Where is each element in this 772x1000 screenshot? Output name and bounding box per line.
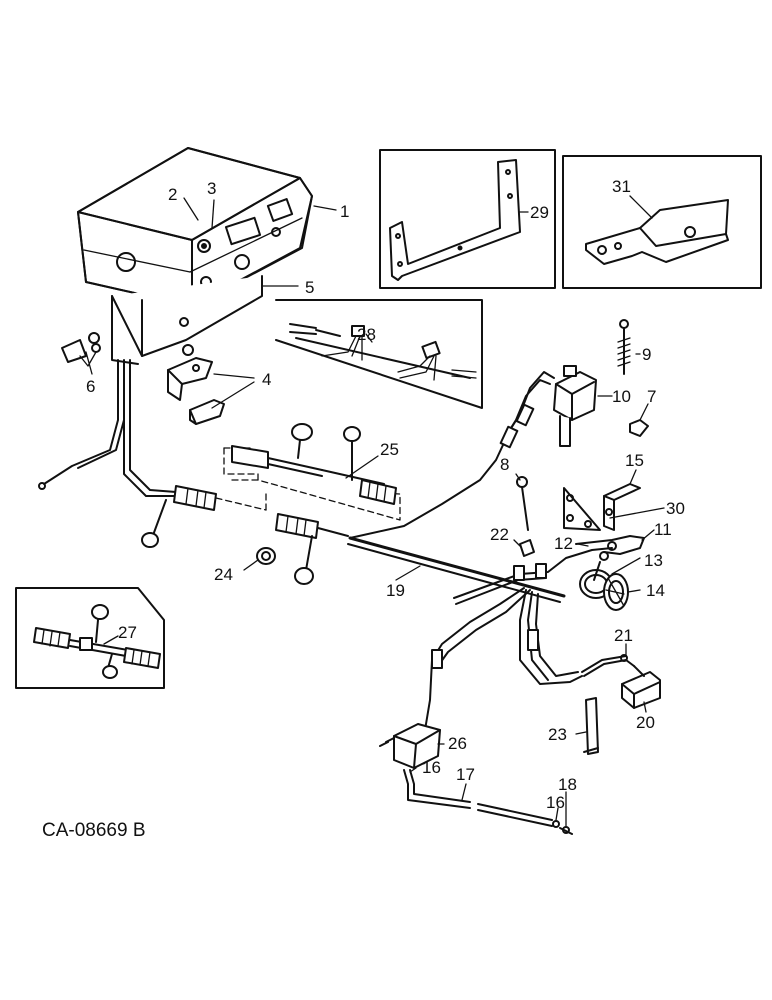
tube-17 (403, 769, 573, 835)
callout-18: 18 (558, 775, 577, 794)
callout-16a: 16 (422, 758, 441, 777)
callout-29: 29 (530, 203, 549, 222)
callout-30: 30 (666, 499, 685, 518)
callout-16b: 16 (546, 793, 565, 812)
callout-15: 15 (625, 451, 644, 470)
inset-harness-28 (275, 299, 483, 409)
clamp-parts (575, 535, 645, 611)
callout-11: 11 (654, 520, 672, 539)
inset-bracket-31 (562, 155, 762, 289)
switch-assembly-10 (553, 319, 649, 447)
callout-23: 23 (548, 725, 567, 744)
callout-6: 6 (86, 377, 95, 396)
callout-3: 3 (207, 179, 216, 198)
callout-22: 22 (490, 525, 509, 544)
callout-31: 31 (612, 177, 631, 196)
callout-7: 7 (647, 387, 656, 406)
callout-25: 25 (380, 440, 399, 459)
callout-20: 20 (636, 713, 655, 732)
callout-8: 8 (500, 455, 509, 474)
rod-23 (583, 697, 599, 755)
module-26 (379, 723, 441, 769)
callout-4: 4 (262, 370, 271, 389)
wiring-harness (347, 371, 613, 737)
bracket-part-4 (167, 357, 225, 425)
sensor-20 (581, 654, 661, 709)
callout-1: 1 (340, 202, 349, 221)
drawing-code: CA-08669 B (42, 820, 146, 841)
callout-26: 26 (448, 734, 467, 753)
callout-12: 12 (554, 534, 573, 553)
monitor-console (38, 147, 313, 497)
callout-13: 13 (644, 551, 663, 570)
callout-27: 27 (118, 623, 137, 642)
callout-9: 9 (642, 345, 651, 364)
leader-lines (85, 195, 665, 827)
bracket-15-30 (563, 483, 641, 531)
callout-19: 19 (386, 581, 405, 600)
callout-28: 28 (357, 325, 376, 344)
callout-5: 5 (305, 278, 314, 297)
small-hardware (516, 476, 535, 557)
callout-10: 10 (612, 387, 631, 406)
callout-14: 14 (646, 581, 665, 600)
callout-17: 17 (456, 765, 475, 784)
callout-24: 24 (214, 565, 233, 584)
callout-2: 2 (168, 185, 177, 204)
inset-bracket-29 (379, 149, 556, 289)
inset-cable-27 (15, 587, 165, 689)
callout-21: 21 (614, 626, 633, 645)
callout-labels: 1 2 3 4 5 6 7 8 9 10 11 12 13 14 15 16 1… (86, 177, 685, 812)
connector-group-25 (141, 423, 401, 585)
